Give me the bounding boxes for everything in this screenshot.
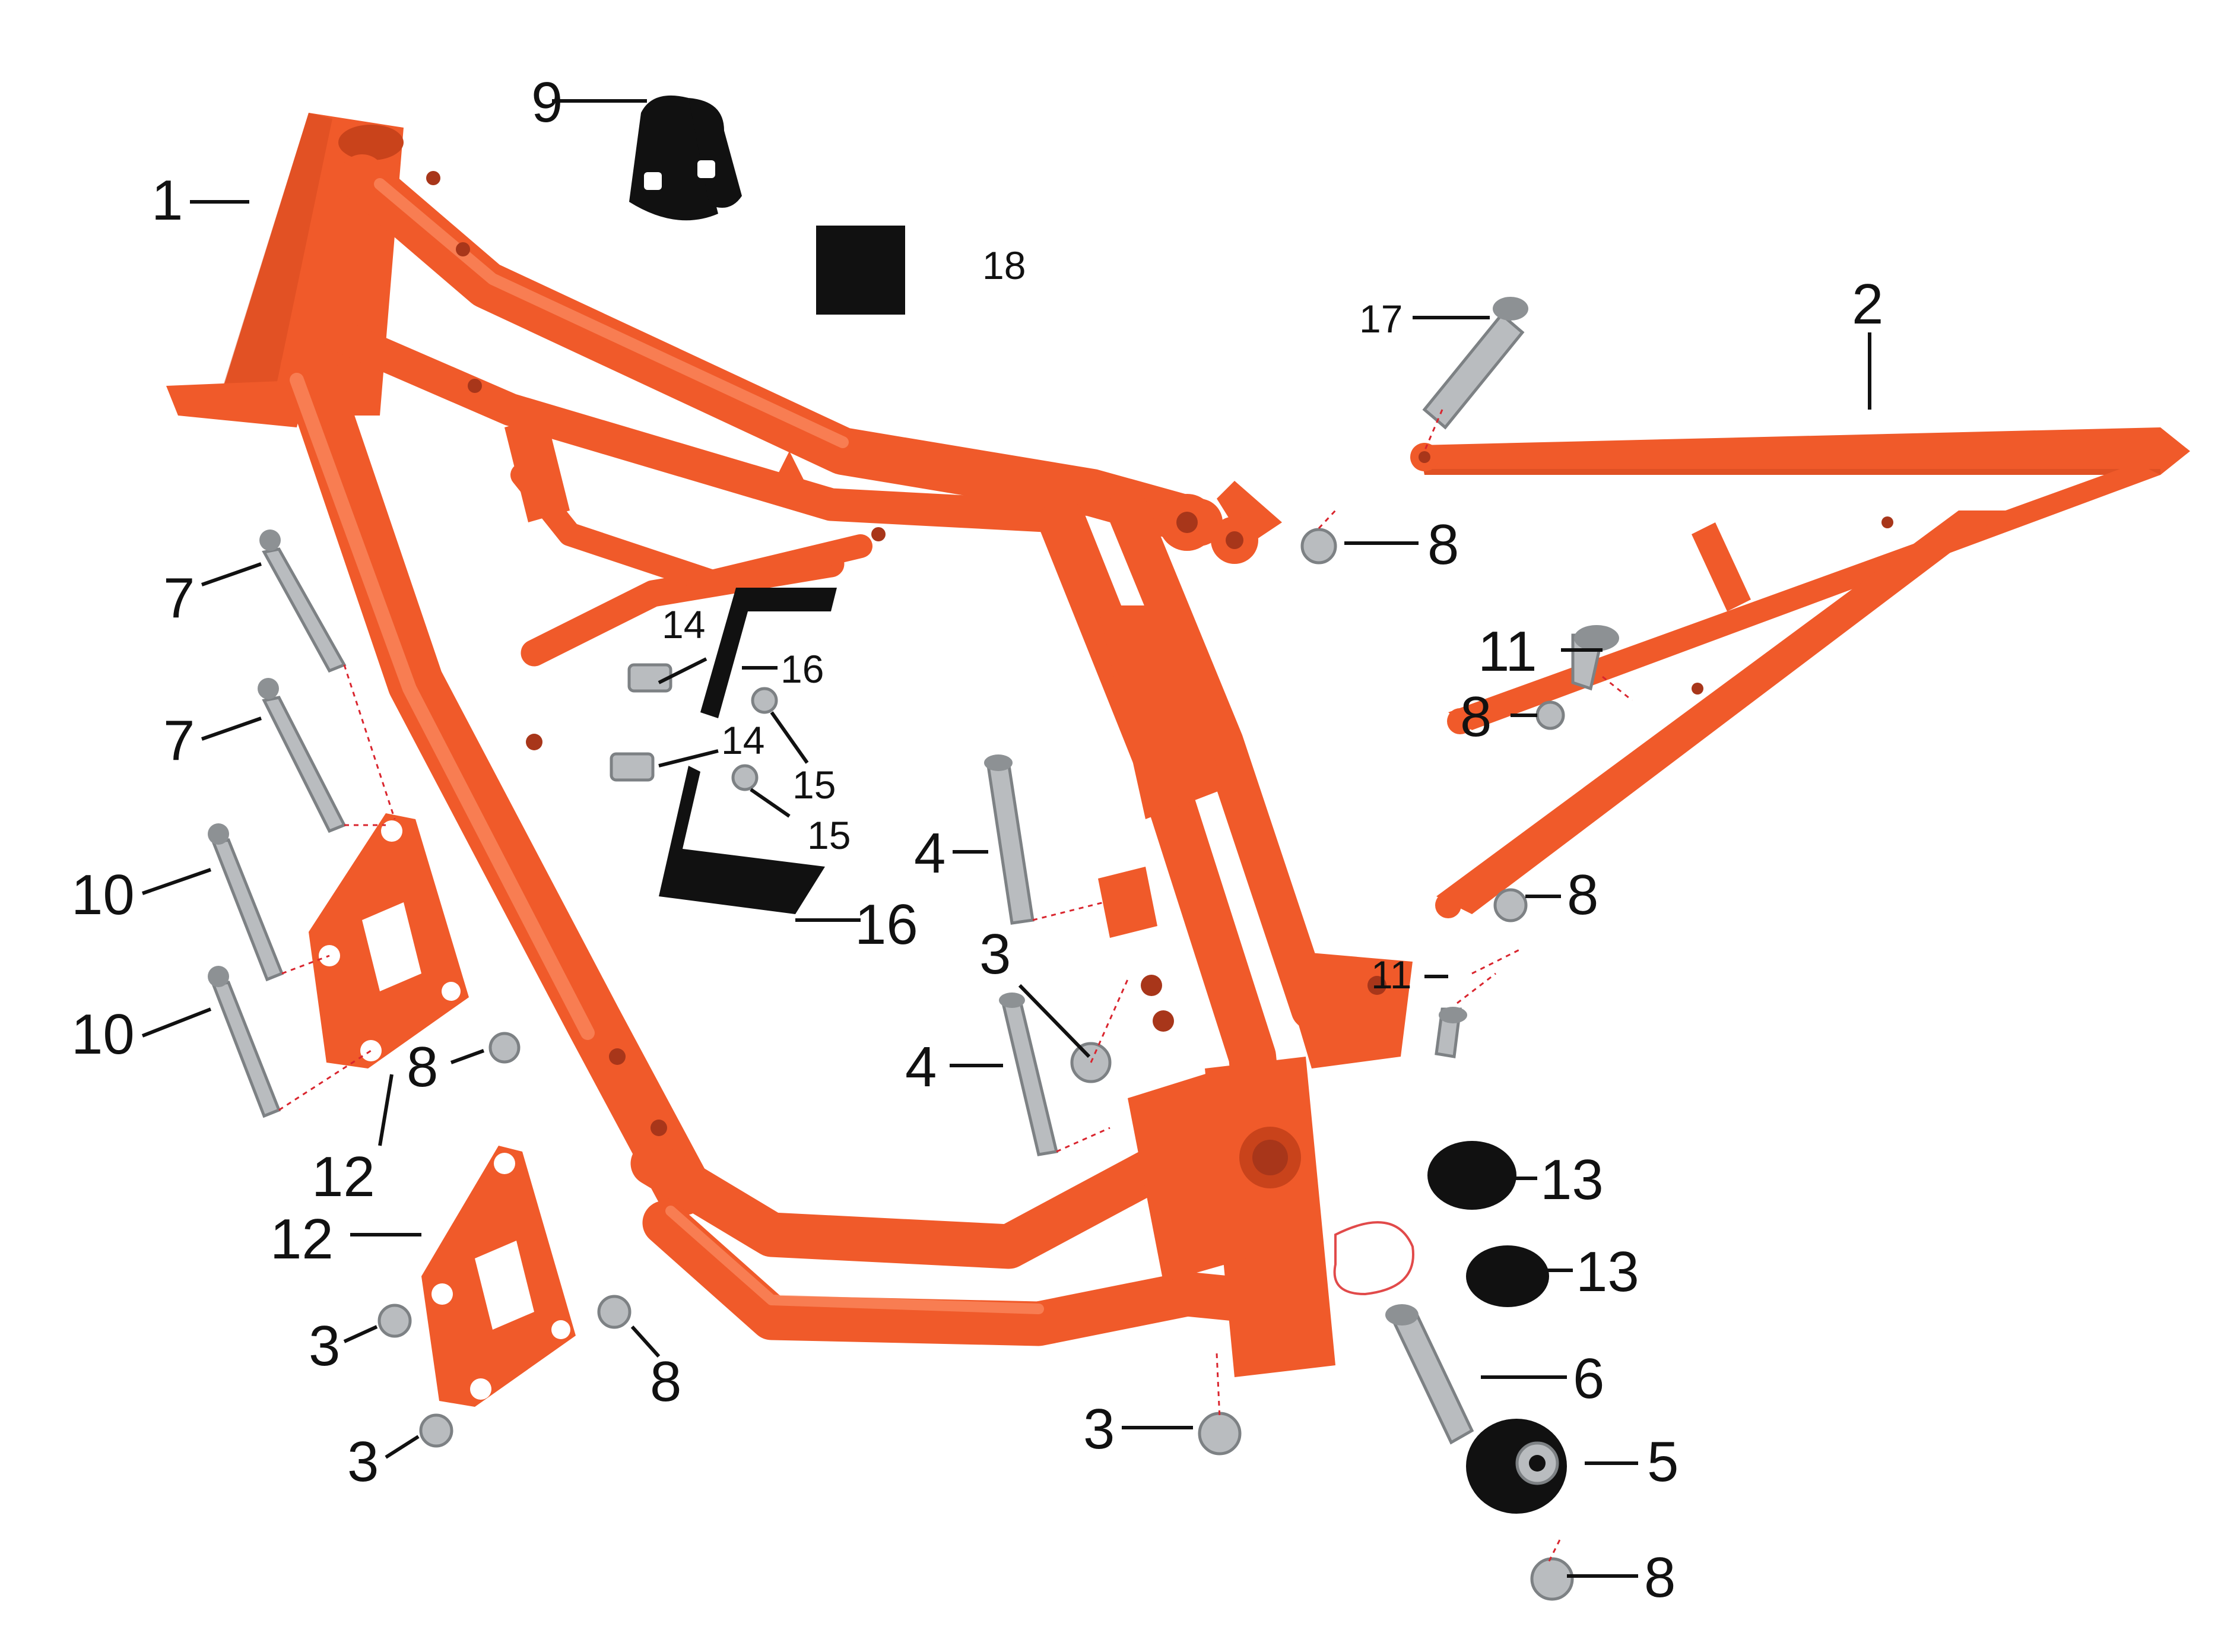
callout-3-bottom: 3 bbox=[1083, 1397, 1115, 1461]
engine-mount-plate-part-12-upper bbox=[309, 813, 469, 1068]
callout-13-lower: 13 bbox=[1576, 1240, 1639, 1304]
part-11-bolt-lower bbox=[1435, 1007, 1467, 1058]
leader-lines bbox=[141, 99, 1871, 1578]
callout-8-upper: 8 bbox=[1427, 513, 1459, 576]
callout-11-upper: 11 bbox=[1478, 620, 1537, 683]
callout-11-lower: 11 bbox=[1371, 953, 1412, 997]
callout-9: 9 bbox=[531, 71, 563, 134]
callout-18: 18 bbox=[982, 243, 1026, 287]
callout-17: 17 bbox=[1359, 297, 1403, 341]
part-16-bracket-lower bbox=[659, 766, 825, 914]
callout-16-lower: 16 bbox=[855, 893, 918, 956]
part-14-bolt-lower bbox=[610, 752, 655, 782]
part-4-bolt-upper bbox=[984, 754, 1035, 925]
part-7-bolt-upper bbox=[259, 529, 347, 673]
callout-labels: 1 2 3 3 3 3 4 4 5 6 7 7 8 8 8 8 8 8 9 10… bbox=[71, 71, 1883, 1609]
callout-8-left-bottom: 8 bbox=[650, 1350, 681, 1413]
subframe-part-2 bbox=[1410, 427, 2190, 918]
callout-7-upper: 7 bbox=[163, 566, 195, 630]
callout-5: 5 bbox=[1647, 1430, 1678, 1494]
callout-14-upper: 14 bbox=[662, 603, 705, 646]
callout-7-lower: 7 bbox=[163, 709, 195, 772]
part-5-chain-roller bbox=[1466, 1419, 1567, 1514]
main-frame-part-1 bbox=[166, 113, 1414, 1377]
part-9-clamp bbox=[629, 95, 742, 221]
callout-6: 6 bbox=[1573, 1347, 1604, 1410]
callout-8-left: 8 bbox=[407, 1035, 438, 1099]
callout-8-right-lower: 8 bbox=[1567, 863, 1598, 927]
callout-12-lower: 12 bbox=[270, 1207, 334, 1271]
callout-3-left-upper: 3 bbox=[309, 1314, 340, 1378]
callout-3-left-lower: 3 bbox=[347, 1430, 379, 1494]
callout-13-upper: 13 bbox=[1540, 1148, 1604, 1212]
callout-10-upper: 10 bbox=[71, 863, 135, 927]
part-10-bolt-lower bbox=[208, 966, 281, 1118]
callout-15-upper: 15 bbox=[792, 763, 836, 807]
assembly-lines bbox=[278, 409, 1633, 1562]
nut-parts-3-8-15 bbox=[377, 528, 1574, 1601]
part-17-bolt bbox=[1422, 297, 1528, 430]
engine-mount-plate-part-12-lower bbox=[421, 1146, 576, 1407]
callout-8-bottom-right: 8 bbox=[1644, 1546, 1676, 1609]
part-6-bolt bbox=[1385, 1304, 1474, 1445]
callout-14-lower: 14 bbox=[721, 718, 764, 762]
callout-15-lower: 15 bbox=[807, 813, 851, 857]
callout-3-mid: 3 bbox=[979, 922, 1011, 986]
callout-4-upper: 4 bbox=[914, 822, 945, 885]
part-7-bolt-lower bbox=[258, 678, 347, 833]
part-16-bracket-upper bbox=[700, 588, 837, 718]
callout-1: 1 bbox=[151, 169, 183, 232]
part-18-black-square bbox=[816, 226, 905, 315]
callout-12-upper: 12 bbox=[312, 1145, 375, 1209]
callout-2: 2 bbox=[1852, 272, 1883, 336]
callout-16-upper: 16 bbox=[780, 647, 824, 691]
part-10-bolt-upper bbox=[208, 823, 284, 982]
callout-8-right-mid: 8 bbox=[1460, 685, 1492, 749]
callout-4-lower: 4 bbox=[905, 1035, 937, 1099]
part-13-rubber-plug-lower bbox=[1466, 1245, 1549, 1307]
callout-10-lower: 10 bbox=[71, 1003, 135, 1066]
part-13-rubber-plug-upper bbox=[1427, 1141, 1516, 1210]
